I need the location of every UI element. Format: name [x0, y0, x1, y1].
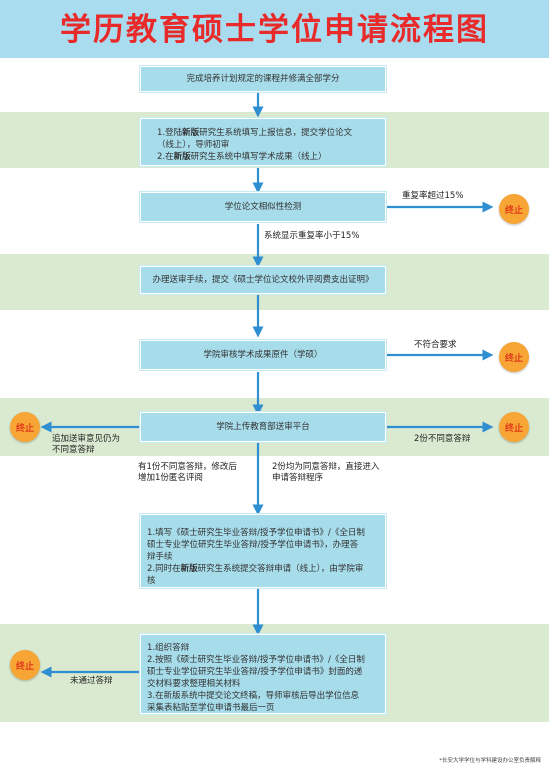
step-college-check: 学院审核学术成果原件（学硕）: [140, 340, 386, 370]
label-dup-low: 系统显示重复率小于15%: [264, 231, 360, 241]
step-similarity-check-text: 学位论文相似性检测: [224, 202, 302, 212]
label-fail-defense: 未通过答辩: [70, 676, 113, 686]
step-upload-platform-text: 学院上传教育部送审平台: [216, 422, 310, 432]
label-add-review: 追加送审意见仍为 不同意答辩: [52, 434, 121, 455]
label-dup-high: 重复率超过15%: [402, 191, 464, 201]
label-two-agree: 2份均为同意答辩，直接进入 申请答辩程序: [272, 462, 380, 483]
title-bar: [0, 0, 549, 58]
step-submit-thesis: 1.登陆新版研究生系统填写上报信息，提交学位论文 （线上），导师初审 2.在新版…: [140, 118, 386, 166]
step-similarity-check: 学位论文相似性检测: [140, 192, 386, 222]
stop-icon-add-review: 终止: [10, 412, 40, 442]
step-defense-application: 1.填写《硕士研究生毕业答辩/授予学位申请书》/《全日制 硕士专业学位研究生毕业…: [140, 514, 386, 588]
step-review-procedure-text: 办理送审手续，提交《硕士学位论文校外评阅费支出证明》: [152, 275, 374, 285]
label-two-disagree: 2份不同意答辩: [414, 434, 471, 444]
step-organize-defense: 1.组织答辩 2.按照《硕士研究生毕业答辩/授予学位申请书》/《全日制 硕士专业…: [140, 634, 386, 714]
stop-icon-defense-fail: 终止: [10, 650, 40, 680]
label-one-disagree: 有1份不同意答辩，修改后 增加1份匿名评阅: [138, 462, 237, 483]
footnote: *长安大学学位与学科建设办公室负责解释: [439, 758, 541, 764]
page-title: 学历教育硕士学位申请流程图: [60, 12, 489, 48]
label-not-meet: 不符合要求: [414, 340, 457, 350]
step-upload-platform: 学院上传教育部送审平台: [140, 412, 386, 442]
step-complete-courses-text: 完成培养计划规定的课程并修满全部学分: [186, 74, 340, 84]
step-review-procedure: 办理送审手续，提交《硕士学位论文校外评阅费支出证明》: [140, 266, 386, 294]
stop-icon-achievement: 终止: [499, 342, 529, 372]
step-complete-courses: 完成培养计划规定的课程并修满全部学分: [140, 66, 386, 92]
step-college-check-text: 学院审核学术成果原件（学硕）: [203, 350, 323, 360]
stop-icon-two-disagree: 终止: [499, 412, 529, 442]
stop-icon-similarity: 终止: [499, 194, 529, 224]
